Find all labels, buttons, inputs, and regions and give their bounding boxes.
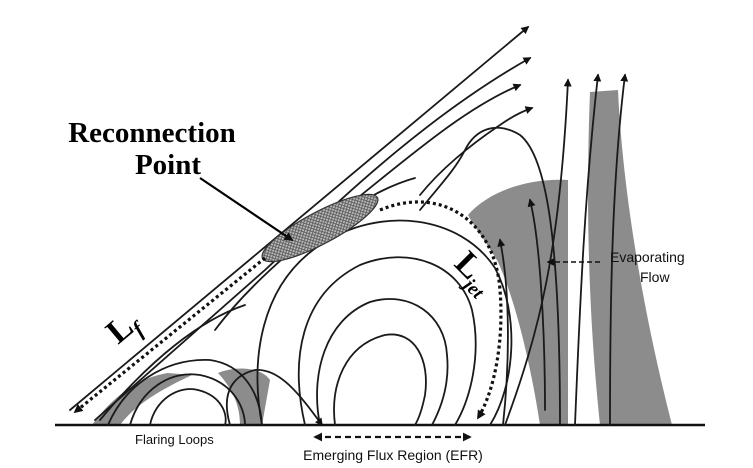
open-field-line-1 — [69, 25, 530, 411]
flaring-loop-far — [225, 369, 323, 427]
emerging-loop-2 — [297, 256, 477, 426]
vertical-field-line-2 — [574, 73, 602, 426]
flaring-loop-outer — [129, 373, 246, 426]
evaporating-label-line1: Evaporating — [610, 249, 685, 265]
reconnection-label-line2: Point — [135, 149, 201, 181]
emerging-loop-outer — [256, 219, 513, 426]
emerging-loop-inner — [333, 333, 427, 426]
ljet-dashed-arrow — [379, 200, 503, 420]
vertical-field-line-3 — [609, 73, 629, 426]
side-field-line — [419, 126, 561, 426]
evaporating-label-line2: Flow — [640, 269, 670, 285]
left-lower-field-line — [99, 304, 246, 421]
open-field-line-4 — [419, 106, 534, 196]
flaring-loop-left — [107, 359, 263, 426]
vertical-field-line-1 — [504, 78, 572, 426]
evaporating-flow-region — [468, 179, 568, 425]
lf-dashed-arrow — [73, 256, 267, 414]
flaring-loop-inner — [149, 388, 227, 426]
reconnection-label-line1: Reconnection — [68, 117, 236, 149]
emerging-loop-3 — [316, 298, 449, 426]
reconnection-pointer-arrow — [199, 177, 294, 242]
right-plasma-column — [588, 90, 672, 425]
evaporation-arrow-2 — [497, 238, 509, 426]
flaring-loops-label: Flaring Loops — [135, 432, 214, 447]
efr-label: Emerging Flux Region (EFR) — [303, 447, 483, 463]
field-lines — [69, 25, 629, 427]
lf-label: L f — [99, 308, 151, 351]
evaporation-arrow-1 — [527, 198, 546, 411]
